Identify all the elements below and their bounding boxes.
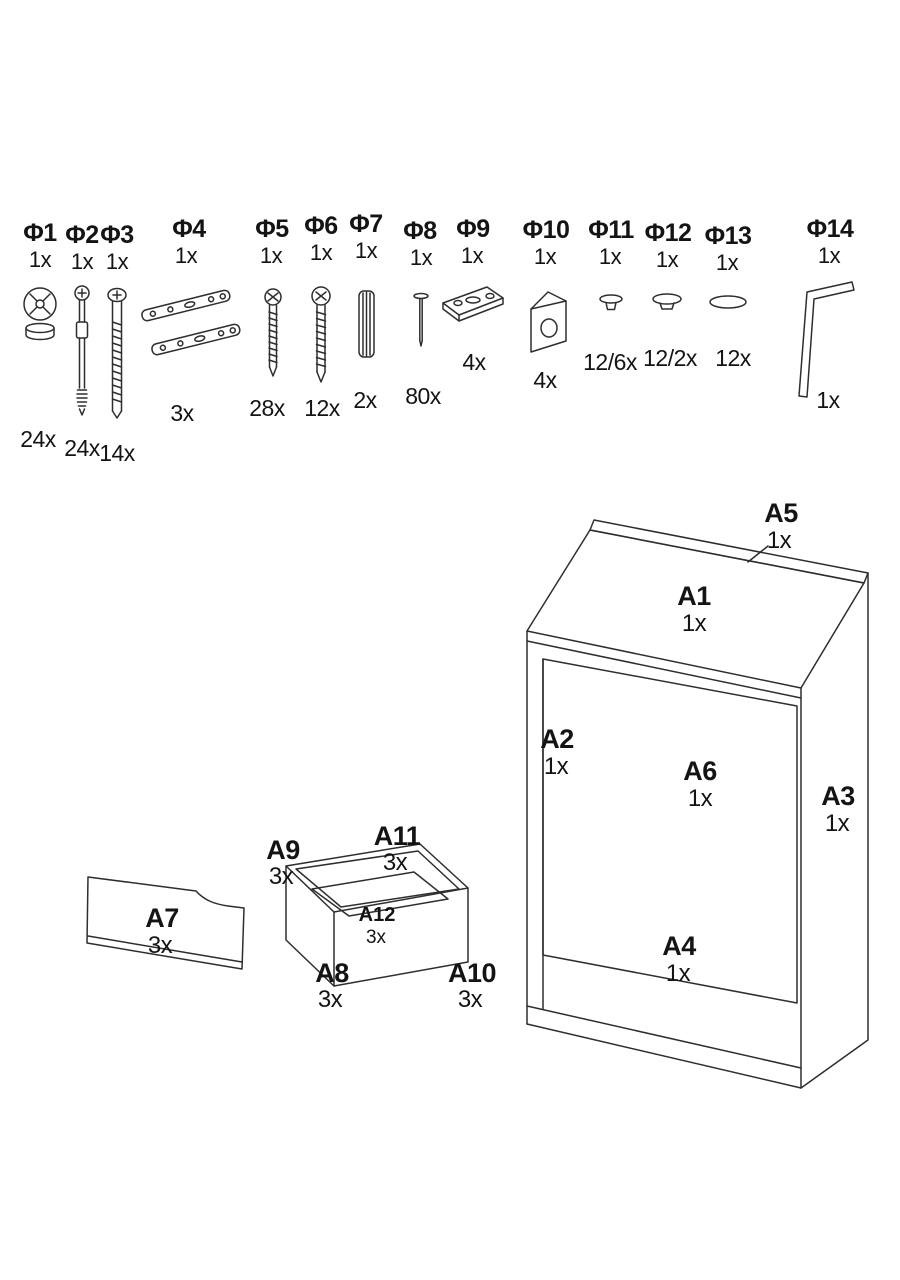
hw-phi7-qty: 2x [353, 387, 377, 413]
part-a5-label: A5 [764, 498, 798, 528]
hw-phi14-label: Φ14 [806, 215, 854, 243]
top-panel-shape [526, 529, 865, 689]
part-a7-qty: 3x [147, 932, 173, 959]
hw-phi11-label: Φ11 [588, 216, 634, 244]
hw-phi12-label: Φ12 [644, 219, 692, 247]
part-a2-qty: 1x [543, 753, 569, 780]
hw-phi9-qty: 4x [462, 349, 486, 375]
flat-bracket-icon [442, 286, 504, 322]
drawer-slide-icon [141, 289, 241, 356]
hw-phi2-qty: 24x [64, 435, 100, 461]
allen-key-icon [798, 281, 855, 398]
cabinet-drawing [526, 519, 869, 1089]
part-a8-qty: 3x [317, 986, 343, 1013]
bottom-panel-shape [526, 1005, 802, 1069]
wood-screw-small-icon [264, 288, 282, 377]
cam-lock-icon [23, 287, 57, 341]
hw-phi12-unit: 1x [655, 247, 679, 272]
part-a2-label: A2 [540, 724, 574, 754]
part-a3-qty: 1x [824, 810, 850, 837]
part-a12-label: A12 [358, 904, 396, 926]
part-a6-qty: 1x [687, 785, 713, 812]
hw-phi12-qty: 12/2x [643, 345, 697, 371]
hw-phi3-label: Φ3 [100, 221, 134, 249]
hw-phi7-unit: 1x [354, 238, 378, 263]
right-panel-shape [800, 572, 869, 1089]
drawer-front-drawing [86, 876, 245, 970]
part-a1-qty: 1x [681, 610, 707, 637]
back-panel-shape [542, 658, 798, 1004]
hw-phi2-label: Φ2 [65, 221, 99, 249]
drawer-bottom-shape [311, 871, 449, 917]
wood-screw-large-icon [311, 286, 331, 383]
hw-phi7-label: Φ7 [349, 210, 383, 238]
cam-bolt-icon [74, 285, 90, 416]
hw-phi13-qty: 12x [715, 345, 751, 371]
hw-phi11-unit: 1x [598, 244, 622, 269]
hw-phi8-unit: 1x [409, 245, 433, 270]
nail-icon [413, 292, 429, 347]
hw-phi4-qty: 3x [170, 400, 194, 426]
part-a3-label: A3 [821, 781, 855, 811]
part-a1-label: A1 [677, 581, 711, 611]
hw-phi6-qty: 12x [304, 395, 340, 421]
hw-phi2-unit: 1x [70, 249, 94, 274]
drawer-box-drawing [285, 843, 469, 987]
hw-phi4-label: Φ4 [172, 215, 206, 243]
a5-leader-line [747, 545, 769, 563]
part-a7-label: A7 [145, 903, 179, 933]
hw-phi8-label: Φ8 [403, 217, 437, 245]
part-a12-qty: 3x [365, 927, 387, 948]
part-a6-label: A6 [683, 756, 717, 786]
hw-phi13-unit: 1x [715, 250, 739, 275]
hw-phi1-qty: 24x [20, 426, 56, 452]
part-a8-label: A8 [315, 958, 349, 988]
part-a4-qty: 1x [665, 960, 691, 987]
hw-phi5-qty: 28x [249, 395, 285, 421]
long-bolt-icon [107, 287, 127, 419]
part-a4-label: A4 [662, 931, 696, 961]
hw-phi6-unit: 1x [309, 240, 333, 265]
corner-bracket-icon [530, 291, 567, 353]
dowel-icon [358, 290, 375, 358]
hw-phi8-qty: 80x [405, 383, 441, 409]
hw-phi4-unit: 1x [174, 243, 198, 268]
cover-cap-icon [652, 293, 682, 310]
part-a5-qty: 1x [766, 527, 792, 554]
hw-phi14-qty: 1x [816, 387, 840, 413]
hw-phi9-unit: 1x [460, 243, 484, 268]
hw-phi5-unit: 1x [259, 243, 283, 268]
part-a11-qty: 3x [382, 849, 408, 876]
small-cap-icon [599, 294, 623, 311]
hw-phi11-qty: 12/6x [583, 349, 637, 375]
part-a11-label: A11 [373, 821, 421, 851]
hw-phi10-unit: 1x [533, 244, 557, 269]
hw-phi5-label: Φ5 [255, 215, 289, 243]
hw-phi13-label: Φ13 [704, 222, 752, 250]
flat-cap-icon [709, 295, 747, 309]
part-a10-qty: 3x [457, 986, 483, 1013]
hw-phi1-unit: 1x [28, 247, 52, 272]
hw-phi3-qty: 14x [99, 440, 135, 466]
hw-phi1-label: Φ1 [23, 219, 57, 247]
part-a10-label: A10 [447, 958, 497, 988]
hw-phi3-unit: 1x [105, 249, 129, 274]
hw-phi6-label: Φ6 [304, 212, 338, 240]
part-a9-label: A9 [266, 835, 300, 865]
hw-phi10-label: Φ10 [522, 216, 570, 244]
part-a9-qty: 3x [268, 863, 294, 890]
hw-phi9-label: Φ9 [456, 215, 490, 243]
hw-phi14-unit: 1x [817, 243, 841, 268]
hw-phi10-qty: 4x [533, 367, 557, 393]
